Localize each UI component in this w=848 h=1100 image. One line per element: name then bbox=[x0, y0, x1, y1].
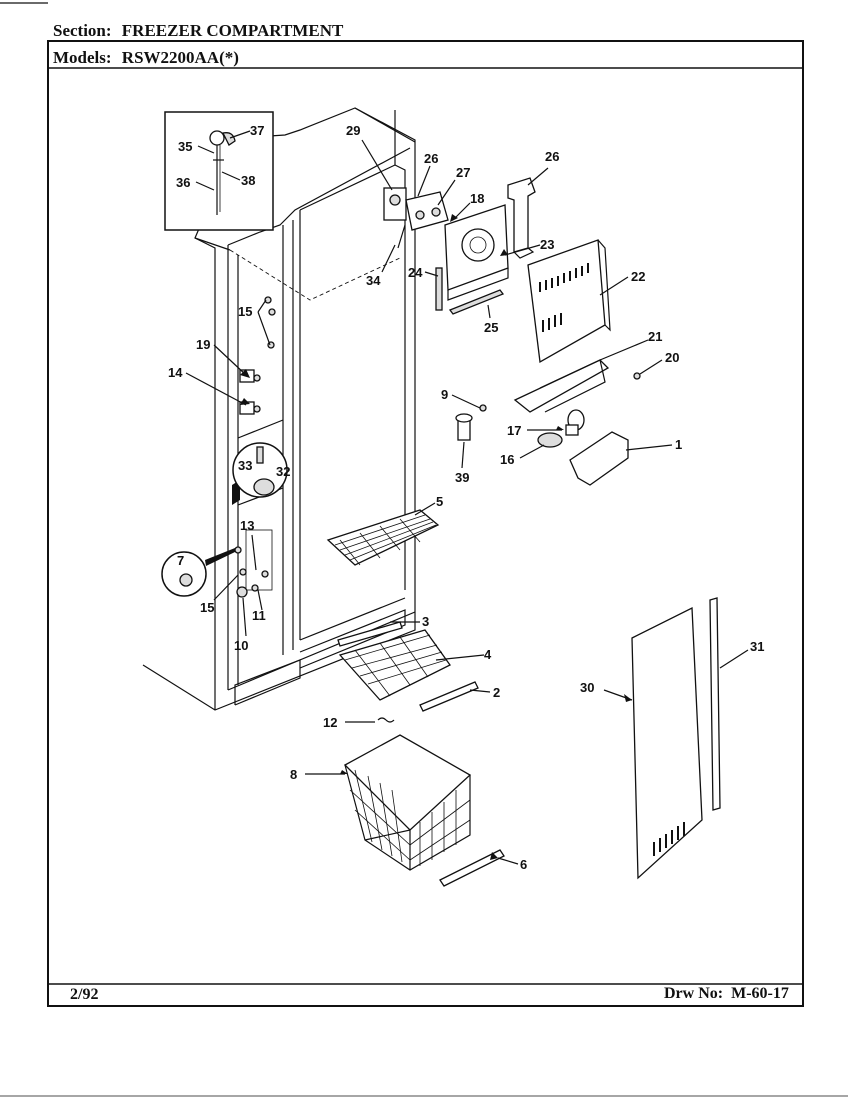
callout-1: 1 bbox=[675, 437, 682, 452]
callout-39: 39 bbox=[455, 470, 469, 485]
back-panel-30 bbox=[631, 606, 703, 880]
callout-30: 30 bbox=[580, 680, 594, 695]
callout-24: 24 bbox=[408, 265, 423, 280]
callout-9: 9 bbox=[441, 387, 448, 402]
inset-circle-32-33 bbox=[232, 442, 288, 498]
callout-34: 34 bbox=[366, 273, 381, 288]
callout-6: 6 bbox=[520, 857, 527, 872]
fan-bracket bbox=[435, 204, 509, 315]
trim-6 bbox=[439, 849, 505, 887]
wire-shelf-4 bbox=[337, 621, 451, 701]
models-value: RSW2200AA(*) bbox=[121, 48, 239, 67]
callout-15-top: 15 bbox=[238, 304, 252, 319]
callout-31: 31 bbox=[750, 639, 764, 654]
clip-12 bbox=[377, 717, 395, 723]
callout-25: 25 bbox=[484, 320, 498, 335]
models-line: Models: RSW2200AA(*) bbox=[53, 48, 239, 68]
callout-36: 36 bbox=[176, 175, 190, 190]
bracket-26 bbox=[507, 177, 536, 259]
callout-16: 16 bbox=[500, 452, 514, 467]
diagram-border bbox=[47, 40, 804, 1007]
leader-arrowheads bbox=[240, 214, 632, 860]
inset-circle-7 bbox=[161, 548, 235, 597]
callout-14: 14 bbox=[168, 365, 183, 380]
trim-2 bbox=[419, 681, 479, 712]
callout-33: 33 bbox=[238, 458, 252, 473]
callout-18: 18 bbox=[470, 191, 484, 206]
callout-27: 27 bbox=[456, 165, 470, 180]
callout-26: 26 bbox=[545, 149, 559, 164]
bracket-21 bbox=[513, 359, 641, 413]
callout-38: 38 bbox=[241, 173, 255, 188]
fan-motor-parts bbox=[537, 409, 629, 486]
models-label: Models: bbox=[53, 48, 112, 67]
callout-3: 3 bbox=[422, 614, 429, 629]
section-value: FREEZER COMPARTMENT bbox=[121, 21, 344, 40]
drawing-label: Drw No: bbox=[664, 985, 724, 1002]
revision-date: 2/92 bbox=[70, 986, 99, 1003]
callout-19: 19 bbox=[196, 337, 210, 352]
callout-5: 5 bbox=[436, 494, 443, 509]
valve-part-39 bbox=[455, 404, 487, 441]
callout-labels: 35 37 36 38 29 26 27 18 23 26 24 25 34 2… bbox=[168, 123, 764, 872]
drawing-number: M-60-17 bbox=[731, 985, 789, 1002]
trim-31 bbox=[709, 597, 721, 811]
callout-8: 8 bbox=[290, 767, 297, 782]
callout-7: 7 bbox=[177, 553, 184, 568]
drawing-number-line: Drw No: M-60-17 bbox=[664, 985, 789, 1003]
section-title: Section: FREEZER COMPARTMENT bbox=[53, 21, 343, 41]
inset-icemaker-valve bbox=[164, 111, 274, 231]
wire-shelf-5 bbox=[326, 509, 440, 566]
callout-29: 29 bbox=[346, 123, 360, 138]
callout-4: 4 bbox=[484, 647, 492, 662]
freezer-basket-8 bbox=[343, 734, 472, 871]
evaporator-cover bbox=[527, 239, 611, 364]
section-label: Section: bbox=[53, 21, 112, 40]
callout-12: 12 bbox=[323, 715, 337, 730]
callout-10: 10 bbox=[234, 638, 248, 653]
leader-lines bbox=[185, 130, 749, 865]
callout-15-bottom: 15 bbox=[200, 600, 214, 615]
callout-11: 11 bbox=[252, 608, 266, 623]
callout-28: 26 bbox=[424, 151, 438, 166]
callout-21: 21 bbox=[648, 329, 662, 344]
callout-2: 2 bbox=[493, 685, 500, 700]
callout-23: 23 bbox=[540, 237, 554, 252]
icemaker-assembly bbox=[383, 187, 449, 249]
callout-13: 13 bbox=[240, 518, 254, 533]
callout-20: 20 bbox=[665, 350, 679, 365]
callout-35: 35 bbox=[178, 139, 192, 154]
callout-17: 17 bbox=[507, 423, 521, 438]
callout-32: 32 bbox=[276, 464, 290, 479]
callout-37: 37 bbox=[250, 123, 264, 138]
callout-22: 22 bbox=[631, 269, 645, 284]
